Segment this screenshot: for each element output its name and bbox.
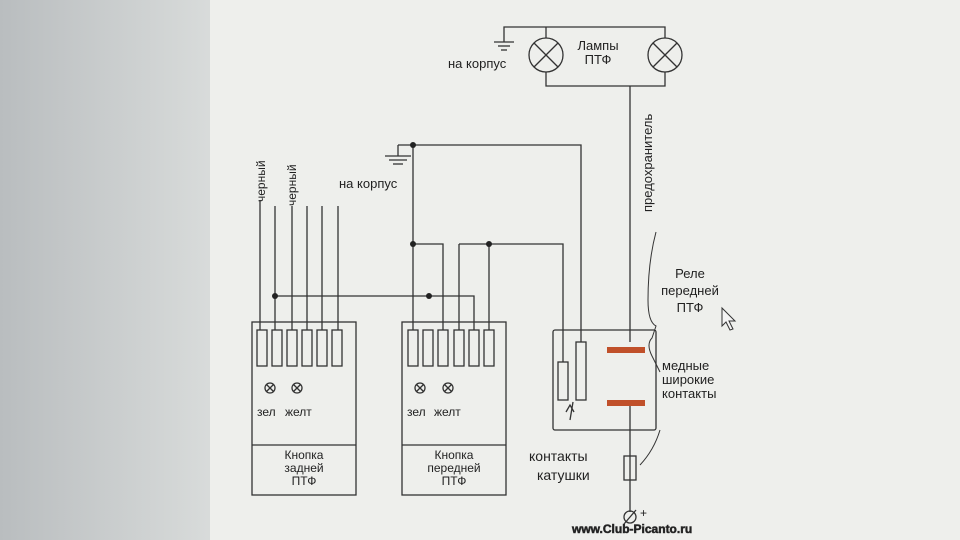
lamp-ground-label: на корпус: [448, 56, 507, 71]
front-green-label: зел: [407, 405, 426, 419]
relay-copper-contact-top: [607, 347, 645, 353]
plus-sign: +: [640, 506, 647, 520]
front-yellow-label: желт: [434, 405, 461, 419]
fuse-icon: [623, 455, 637, 481]
lamp-bottom-wire: [545, 72, 666, 87]
battery-terminal-icon: [623, 509, 637, 525]
coil-label-line1: контакты: [529, 448, 588, 464]
front-yellow-led-icon: [442, 382, 454, 394]
top-bus-wire: [398, 144, 582, 342]
wire-label-black-2: черный: [285, 164, 299, 206]
fuse-callout-line: [639, 429, 661, 466]
front-title-line2: передней: [427, 461, 480, 475]
mouse-cursor-icon: [721, 306, 737, 331]
coil-label-line2: катушки: [537, 467, 590, 483]
relay-title-line3: ПТФ: [677, 300, 704, 315]
rear-yellow-led-icon: [291, 382, 303, 394]
junction-dots: [272, 142, 492, 299]
mid-bus-wire: [413, 243, 444, 330]
relay-callout-line: [647, 231, 661, 373]
contacts-label-line2: широкие: [662, 372, 714, 387]
coil-contact-left: [557, 361, 569, 401]
lamps-label-line1: Лампы: [577, 38, 618, 53]
lamps-label-line2: ПТФ: [585, 52, 612, 67]
rear-yellow-label: желт: [285, 405, 312, 419]
left-shadow-area: [0, 0, 215, 540]
relay-title-line1: Реле: [675, 266, 705, 281]
watermark: www.Club-Picanto.ru: [571, 522, 692, 536]
wire-label-black-1: черный: [254, 160, 268, 202]
rear-title-line3: ПТФ: [292, 474, 317, 488]
front-button: [401, 321, 507, 496]
relay-copper-contact-bottom: [607, 400, 645, 406]
relay-title-line2: передней: [661, 283, 719, 298]
fuse-label: предохранитель: [640, 114, 655, 212]
paper-sheet: [210, 0, 960, 540]
switch-ground-symbol: [385, 145, 411, 165]
coil-contact-right: [575, 341, 587, 401]
contacts-label-line1: медные: [662, 358, 709, 373]
front-green-led-icon: [414, 382, 426, 394]
low-bus-wire: [275, 295, 475, 330]
rear-button: [251, 321, 357, 496]
front-title-line3: ПТФ: [442, 474, 467, 488]
front-title-line1: Кнопка: [435, 448, 474, 462]
coil-left-wire: [459, 243, 564, 362]
lamp-ground-symbol: [494, 30, 514, 51]
contacts-label-line3: контакты: [662, 386, 716, 401]
switch-ground-label: на корпус: [339, 176, 398, 191]
rear-green-led-icon: [264, 382, 276, 394]
rear-title-line1: Кнопка: [285, 448, 324, 462]
rear-green-label: зел: [257, 405, 276, 419]
relay-box: [552, 329, 657, 431]
rear-title-line2: задней: [284, 461, 323, 475]
lamp-top-wire: [503, 26, 666, 38]
